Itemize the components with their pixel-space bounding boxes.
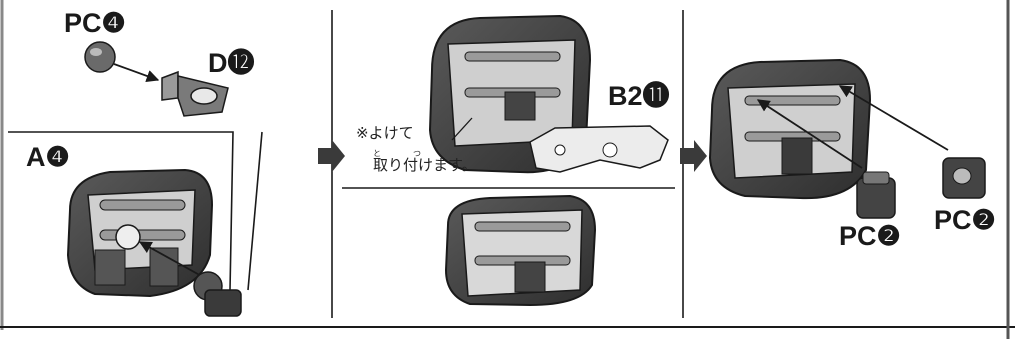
joint-part	[161, 70, 229, 117]
frame-part	[529, 125, 669, 173]
part-arrow-icon	[838, 85, 949, 151]
assembly-note: 取り付けます。	[373, 156, 477, 174]
ruby-text: つ	[413, 149, 421, 158]
assembly-unit-illustration	[66, 168, 214, 298]
polycap-part	[856, 171, 896, 219]
part-label: D⓬	[208, 48, 255, 78]
part-label: PC❷	[839, 221, 901, 251]
part-arrow-icon	[138, 241, 206, 279]
pointer-arrow-icon	[451, 117, 473, 141]
polycap-part	[193, 271, 242, 317]
part-label: PC❹	[64, 8, 126, 38]
assembly-unit-illustration	[708, 58, 872, 200]
assembly-note: ※よけて	[356, 124, 414, 142]
part-label: B2⓫	[608, 81, 670, 111]
part-label: PC❷	[934, 205, 996, 235]
step-arrow-icon	[318, 140, 345, 172]
part-arrow-icon	[113, 63, 160, 83]
part-arrow-icon	[756, 99, 863, 169]
polycap-part	[942, 157, 986, 199]
ruby-text: と	[373, 149, 381, 158]
step-arrow-icon	[680, 140, 707, 172]
part-label: A❹	[26, 142, 70, 172]
assembly-unit-illustration	[444, 194, 597, 307]
polycap-part	[84, 41, 116, 73]
